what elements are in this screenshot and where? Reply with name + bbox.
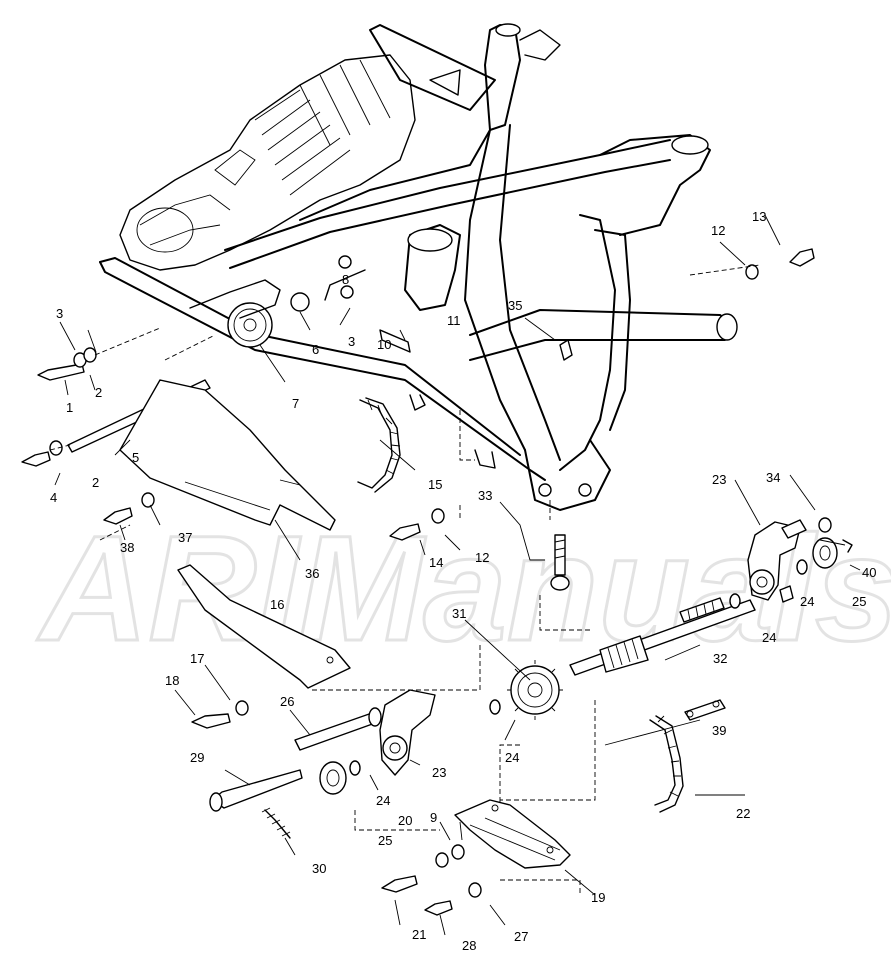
callout-24: 24 — [800, 594, 814, 609]
callout-7: 7 — [292, 396, 299, 411]
callout-24: 24 — [376, 793, 390, 808]
callout-23: 23 — [712, 472, 726, 487]
callout-38: 38 — [120, 540, 134, 555]
drive-chain — [357, 397, 401, 493]
callout-36: 36 — [305, 566, 319, 581]
callout-1: 1 — [66, 400, 73, 415]
callout-27: 27 — [514, 929, 528, 944]
callout-2: 2 — [92, 475, 99, 490]
callout-25: 25 — [378, 833, 392, 848]
callout-14: 14 — [429, 555, 443, 570]
callout-24: 24 — [505, 750, 519, 765]
callout-40: 40 — [862, 565, 876, 580]
callout-21: 21 — [412, 927, 426, 942]
leader-lines — [49, 214, 861, 936]
chain-guard-bracket — [177, 564, 351, 689]
callout-labels: 1 2 2 3 3 4 5 6 7 8 9 10 11 12 12 13 14 … — [50, 209, 876, 953]
callout-25: 25 — [852, 594, 866, 609]
callout-12: 12 — [475, 550, 489, 565]
lower-left-parts — [191, 689, 436, 839]
callout-33: 33 — [478, 488, 492, 503]
callout-35: 35 — [508, 298, 522, 313]
callout-18: 18 — [165, 673, 179, 688]
callout-4: 4 — [50, 490, 57, 505]
callout-22: 22 — [736, 806, 750, 821]
callout-8: 8 — [342, 272, 349, 287]
callout-39: 39 — [712, 723, 726, 738]
callout-13: 13 — [752, 209, 766, 224]
callout-19: 19 — [591, 890, 605, 905]
callout-6: 6 — [312, 342, 319, 357]
callout-32: 32 — [713, 651, 727, 666]
rear-axle-parts — [381, 517, 853, 916]
callout-17: 17 — [190, 651, 204, 666]
engine — [119, 54, 416, 271]
callout-12: 12 — [711, 223, 725, 238]
callout-10: 10 — [377, 337, 391, 352]
callout-3: 3 — [56, 306, 63, 321]
callout-3: 3 — [348, 334, 355, 349]
callout-24: 24 — [762, 630, 776, 645]
callout-20: 20 — [398, 813, 412, 828]
callout-2: 2 — [95, 385, 102, 400]
frame — [99, 23, 738, 511]
callout-23: 23 — [432, 765, 446, 780]
right-fasteners — [379, 248, 815, 361]
watermark-text: ARIManuals — [36, 504, 891, 672]
callout-16: 16 — [270, 597, 284, 612]
callout-28: 28 — [462, 938, 476, 953]
callout-15: 15 — [428, 477, 442, 492]
callout-26: 26 — [280, 694, 294, 709]
callout-5: 5 — [132, 450, 139, 465]
callout-9: 9 — [430, 810, 437, 825]
callout-29: 29 — [190, 750, 204, 765]
chain-guard — [119, 379, 336, 531]
callout-11: 11 — [447, 313, 461, 328]
callout-31: 31 — [452, 606, 466, 621]
callout-34: 34 — [766, 470, 780, 485]
callout-30: 30 — [312, 861, 326, 876]
engine-sprocket — [189, 255, 354, 348]
callout-37: 37 — [178, 530, 192, 545]
